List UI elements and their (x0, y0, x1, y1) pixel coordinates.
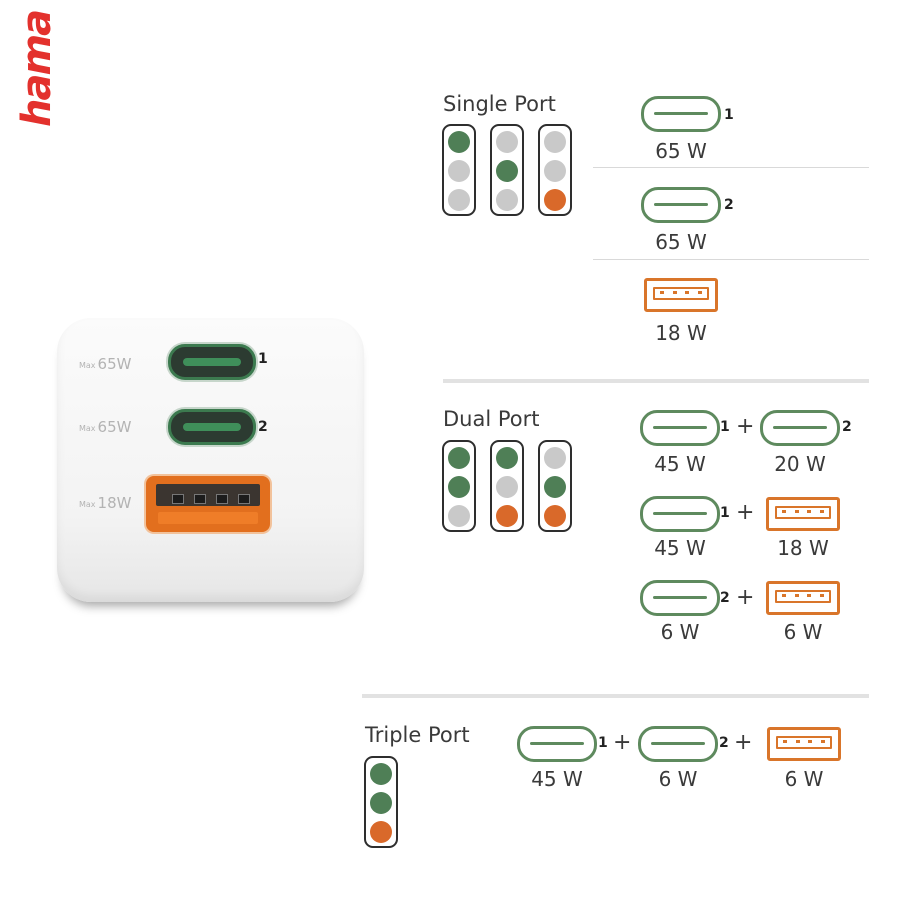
plus-sign: + (736, 414, 755, 439)
divider (593, 259, 869, 260)
indicator-light (370, 821, 392, 843)
usbc-icon (640, 410, 720, 446)
indicator-light (448, 505, 470, 527)
port-number: 1 (598, 735, 608, 751)
power-label: 45 W (654, 452, 706, 476)
indicator-light (544, 189, 566, 211)
power-label: 45 W (531, 767, 583, 791)
port-number: 2 (842, 419, 852, 435)
divider (593, 167, 869, 168)
port-number: 1 (720, 505, 730, 521)
indicator-column (538, 440, 572, 532)
indicator-light (448, 131, 470, 153)
port-number: 2 (724, 197, 734, 213)
power-label: 6 W (658, 767, 698, 791)
indicator-column (364, 756, 398, 848)
usbc-icon (640, 496, 720, 532)
plus-sign: + (736, 585, 755, 610)
indicator-light (544, 160, 566, 182)
indicator-light (448, 160, 470, 182)
power-label: 6 W (784, 767, 824, 791)
indicator-light (370, 763, 392, 785)
power-label: 65 W (655, 230, 707, 254)
hama-logo: hama (14, 10, 60, 127)
charger-usbc-port-1 (168, 344, 256, 380)
indicator-light (544, 447, 566, 469)
usbc-icon (641, 187, 721, 223)
indicator-light (496, 505, 518, 527)
indicator-light (370, 792, 392, 814)
port-number: 2 (720, 590, 730, 606)
triple-port-title: Triple Port (365, 723, 470, 747)
power-label: 20 W (774, 452, 826, 476)
indicator-light (544, 476, 566, 498)
indicator-light (496, 189, 518, 211)
power-label: 65 W (655, 139, 707, 163)
usbc-icon (517, 726, 597, 762)
indicator-light (448, 476, 470, 498)
indicator-column (490, 124, 524, 216)
usbc-icon (760, 410, 840, 446)
indicator-light (448, 447, 470, 469)
indicator-column (490, 440, 524, 532)
single-port-title: Single Port (443, 92, 556, 116)
power-label: 18 W (655, 321, 707, 345)
usba-icon (644, 278, 718, 312)
plus-sign: + (613, 730, 632, 755)
usba-icon (767, 727, 841, 761)
power-label: 6 W (783, 620, 823, 644)
port-number: 1 (724, 107, 734, 123)
indicator-light (544, 131, 566, 153)
indicator-light (496, 447, 518, 469)
indicator-light (496, 131, 518, 153)
port-number: 1 (720, 419, 730, 435)
plus-sign: + (736, 500, 755, 525)
charger-port-1-number: 1 (258, 351, 268, 367)
indicator-light (496, 160, 518, 182)
usbc-icon (641, 96, 721, 132)
section-divider (443, 379, 869, 383)
indicator-column (442, 124, 476, 216)
indicator-light (496, 476, 518, 498)
indicator-light (448, 189, 470, 211)
charger-port-2-number: 2 (258, 419, 268, 435)
plus-sign: + (734, 730, 753, 755)
dual-port-title: Dual Port (443, 407, 540, 431)
usba-icon (766, 497, 840, 531)
indicator-column (442, 440, 476, 532)
charger-usba-port (146, 476, 270, 532)
indicator-column (538, 124, 572, 216)
charger-usbc-port-2 (168, 409, 256, 445)
usbc-icon (638, 726, 718, 762)
power-label: 18 W (777, 536, 829, 560)
indicator-light (544, 505, 566, 527)
power-label: 45 W (654, 536, 706, 560)
power-label: 6 W (660, 620, 700, 644)
port-number: 2 (719, 735, 729, 751)
section-divider (362, 694, 869, 698)
usba-icon (766, 581, 840, 615)
usbc-icon (640, 580, 720, 616)
